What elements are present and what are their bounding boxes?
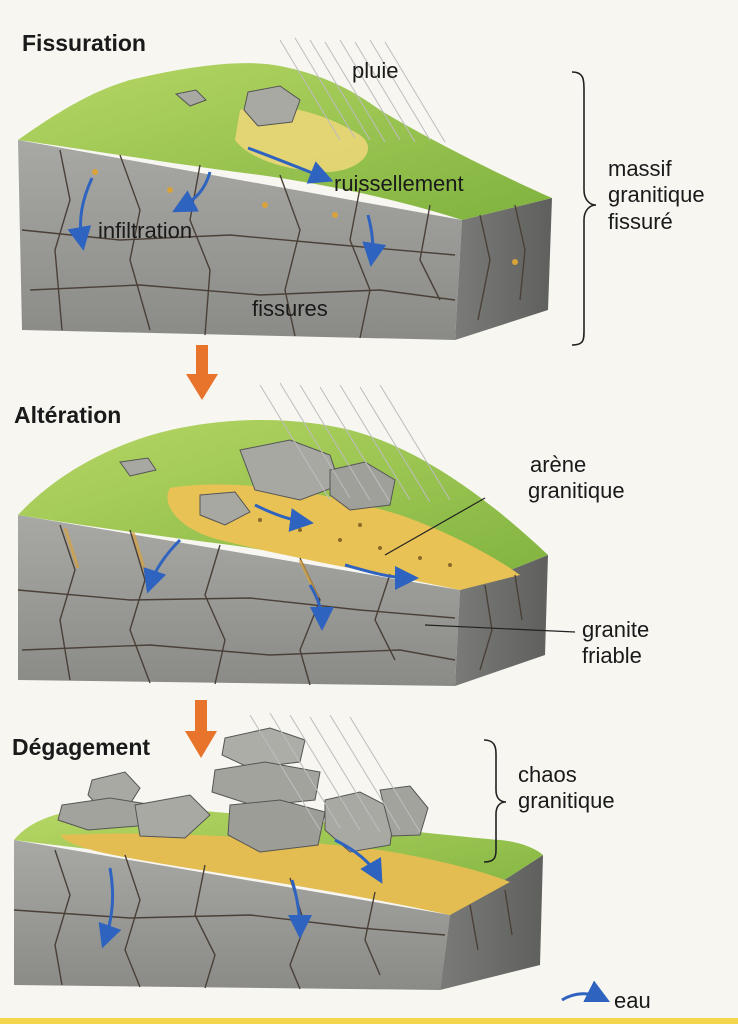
label-line: arène: [530, 452, 587, 477]
block-alteration: [17, 382, 576, 686]
water-flow-arrows: [143, 503, 419, 631]
label-line: granitique: [528, 478, 625, 504]
surface-rock: [243, 85, 301, 127]
rain-lines: [249, 712, 421, 833]
label-granite-friable: granite friable: [582, 617, 682, 670]
label-line: fissuré: [608, 208, 673, 234]
label-line: granite: [582, 617, 650, 642]
fissure-lines: [13, 849, 513, 990]
label-line: granitique: [518, 788, 615, 814]
label-chaos-granitique: chaos granitique: [518, 762, 648, 815]
water-flow-arrows: [98, 838, 383, 949]
rain-lines: [279, 37, 446, 143]
label-fissures: fissures: [252, 296, 328, 321]
label-massif-granitique-fissure: massif granitique fissuré: [608, 156, 736, 235]
boulder: [324, 791, 396, 853]
arene-layer: [167, 484, 520, 590]
boulder: [329, 461, 396, 511]
rock-side-face: [455, 555, 548, 686]
stage-arrow: [186, 345, 218, 400]
bottom-strip: [0, 1018, 738, 1024]
leader-granite-friable: [424, 624, 576, 633]
water-flow-arrows: [67, 146, 387, 267]
boulder: [211, 761, 321, 807]
label-pluie: pluie: [352, 58, 399, 83]
boulder: [379, 785, 429, 837]
boulder: [134, 794, 211, 839]
boulder: [199, 491, 251, 526]
block-fissuration: [18, 37, 597, 346]
stage-title-degagement: Dégagement: [12, 734, 151, 760]
label-line: massif: [608, 156, 672, 181]
label-line: granitique: [608, 182, 705, 208]
rock-side-face: [440, 855, 543, 990]
arene-layer: [60, 833, 510, 915]
boulder: [119, 457, 157, 477]
brace-massif: [571, 71, 597, 346]
rock-side-face: [455, 198, 552, 340]
surface-rock: [174, 89, 207, 107]
leader-arene: [384, 497, 486, 556]
legend-eau-label: eau: [614, 988, 651, 1013]
rock-front-face: [18, 140, 462, 340]
rock-front-face: [18, 515, 460, 686]
fissure-infill: [92, 169, 518, 265]
brace-chaos: [483, 739, 507, 863]
boulder: [227, 799, 326, 853]
rain-lines: [259, 382, 451, 503]
label-infiltration: infiltration: [98, 218, 193, 243]
label-arene-granitique: arène granitique: [528, 452, 658, 505]
stage-title-fissuration: Fissuration: [22, 30, 146, 56]
label-line: friable: [582, 643, 642, 669]
stage-title-alteration: Altération: [14, 402, 122, 428]
stage-arrow: [185, 700, 217, 758]
block-degagement: [13, 712, 543, 990]
label-line: chaos: [518, 762, 577, 787]
label-ruissellement: ruissellement: [334, 171, 464, 196]
blue-arrow-icon: [561, 980, 611, 1003]
